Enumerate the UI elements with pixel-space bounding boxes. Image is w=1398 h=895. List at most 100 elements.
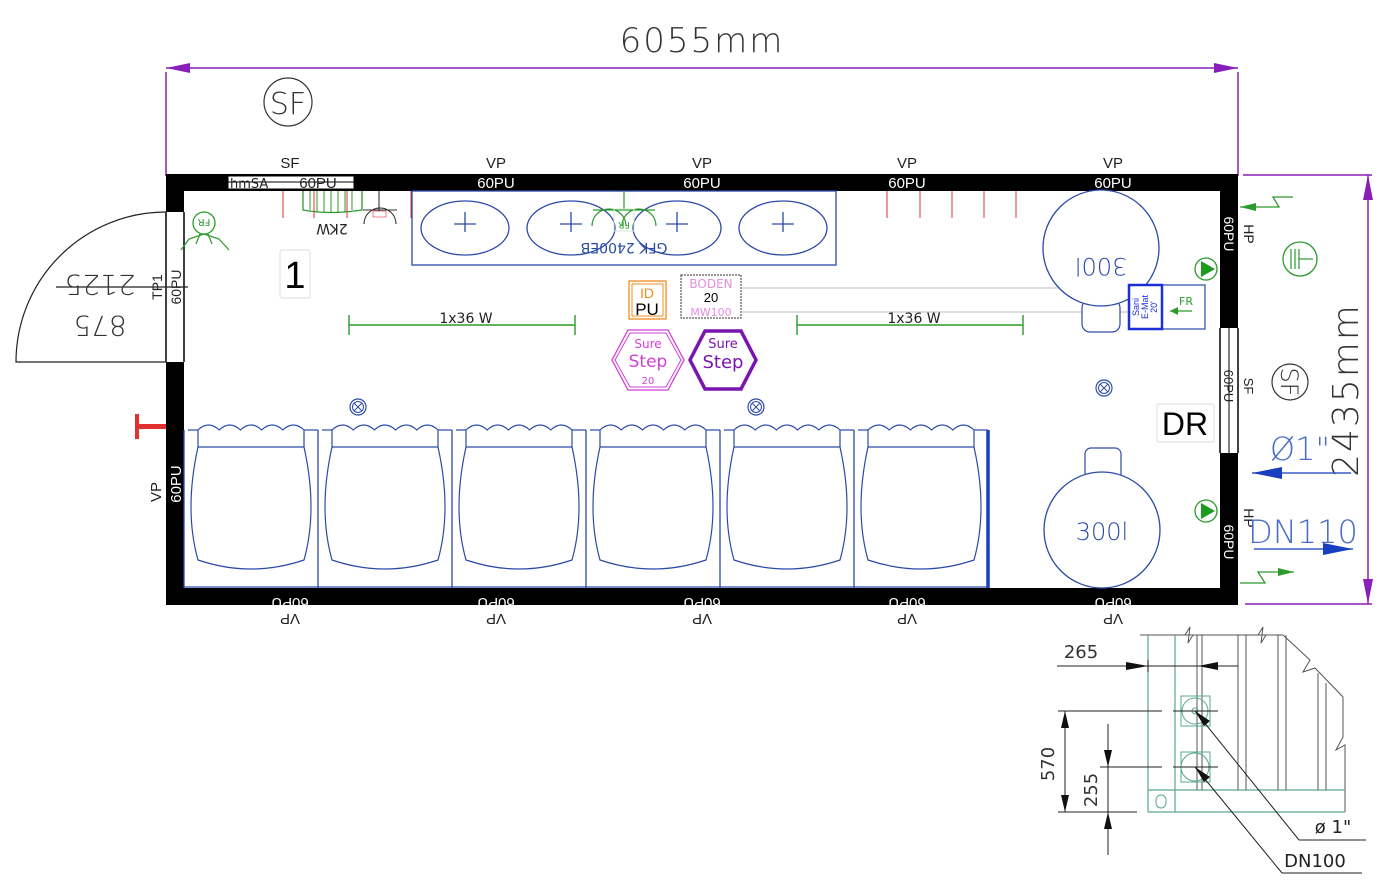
stall-wave xyxy=(867,424,975,431)
stall-wave xyxy=(331,424,439,431)
svg-text:Sure: Sure xyxy=(708,337,738,352)
svg-text:VP: VP xyxy=(1103,610,1123,627)
svg-text:60PU: 60PU xyxy=(683,175,721,192)
drain-outlet-label: DN110 xyxy=(1248,513,1358,551)
sink-counter: GFK 2400EB FR xyxy=(411,190,837,266)
stall-rim xyxy=(465,430,573,448)
toilet-stalls xyxy=(183,424,990,588)
dr-label: DR xyxy=(1156,403,1215,443)
id-pu-badge: ID PU xyxy=(628,280,667,320)
svg-text:60PU: 60PU xyxy=(299,175,337,192)
svg-text:VP: VP xyxy=(692,155,712,172)
stall-bowl xyxy=(190,446,312,570)
svg-text:SF: SF xyxy=(1241,378,1256,395)
width-dimension: 6055mm xyxy=(165,21,1239,176)
svg-text:1x36 W: 1x36 W xyxy=(887,311,940,327)
svg-text:VP: VP xyxy=(1103,155,1123,172)
svg-text:60PU: 60PU xyxy=(1094,594,1132,611)
svg-text:PU: PU xyxy=(635,300,659,319)
svg-text:20: 20 xyxy=(642,376,655,387)
svg-text:60PU: 60PU xyxy=(1221,216,1237,251)
svg-text:60PU: 60PU xyxy=(168,465,185,503)
detail-dim-255: 255 xyxy=(1081,773,1102,807)
svg-text:60PU: 60PU xyxy=(1094,175,1132,192)
svg-text:60PU: 60PU xyxy=(888,175,926,192)
connection-detail: 265 570 255 ø 1" DN100 xyxy=(1038,626,1366,874)
stall-bowl xyxy=(324,446,446,570)
stall-rim xyxy=(599,430,707,448)
water-tank-bottom: 300l xyxy=(1043,447,1161,589)
stall-wave xyxy=(733,424,841,431)
door-width-label: 875 xyxy=(73,309,126,342)
svg-text:Sure: Sure xyxy=(634,337,661,351)
stall-bowl xyxy=(726,446,848,570)
detail-dim-265: 265 xyxy=(1064,642,1098,663)
svg-text:HP: HP xyxy=(1241,224,1257,243)
svg-text:60PU: 60PU xyxy=(683,594,721,611)
bottom-wall-labels: 60PU VP 60PU VP 60PU VP 60PU VP 60PU VP xyxy=(271,594,1132,627)
room-number: 1 xyxy=(279,249,311,299)
toilet-stall xyxy=(317,424,452,588)
window-overlay-label: hmSA xyxy=(230,177,268,192)
svg-text:VP: VP xyxy=(897,610,917,627)
svg-text:MW100: MW100 xyxy=(690,306,731,319)
width-dimension-label: 6055mm xyxy=(620,21,785,61)
water-tank-top: 300l xyxy=(1042,189,1160,333)
svg-text:FR: FR xyxy=(618,219,629,229)
hose-connection-icon xyxy=(135,414,166,439)
svg-text:60PU: 60PU xyxy=(1221,524,1237,559)
entry-door[interactable]: 2125 875 xyxy=(15,211,188,363)
sink-label: GFK 2400EB xyxy=(581,239,668,255)
toilet-stall xyxy=(585,424,720,588)
svg-text:60PU: 60PU xyxy=(477,594,515,611)
fr-sensor-icon: FR xyxy=(180,211,230,251)
svg-text:300l: 300l xyxy=(1075,252,1127,280)
svg-text:Step: Step xyxy=(629,352,668,372)
svg-text:VP: VP xyxy=(486,155,506,172)
sf-symbol-top: SF xyxy=(263,77,313,127)
svg-text:DR: DR xyxy=(1162,406,1208,442)
svg-text:HP: HP xyxy=(1241,508,1257,527)
electrical-feed-bottom xyxy=(1240,568,1294,584)
svg-text:VP: VP xyxy=(280,610,300,627)
stall-rim xyxy=(331,430,439,448)
svg-text:FR: FR xyxy=(198,216,211,227)
svg-text:20: 20 xyxy=(704,290,718,305)
svg-text:VP: VP xyxy=(486,610,506,627)
svg-text:60PU: 60PU xyxy=(888,594,926,611)
outlet-markers xyxy=(886,191,1017,218)
detail-pipe-large-label: DN100 xyxy=(1284,851,1346,872)
right-wall-labels: 60PU HP 60PU SF 60PU HP xyxy=(1221,216,1257,559)
svg-text:2KW: 2KW xyxy=(316,220,348,236)
svg-text:1: 1 xyxy=(284,255,305,297)
svg-text:60PU: 60PU xyxy=(477,175,515,192)
socket-icon xyxy=(363,191,412,225)
toilet-stall xyxy=(719,424,854,588)
toilet-stall xyxy=(853,424,988,588)
light-fixture-left: 1x36 W xyxy=(348,311,576,335)
svg-text:SF: SF xyxy=(1275,367,1303,396)
surestep-badge: Sure Step xyxy=(688,329,758,391)
stall-wave xyxy=(599,424,707,431)
svg-text:SF: SF xyxy=(270,87,306,122)
detail-dim-570: 570 xyxy=(1038,747,1059,781)
floor-drain-icon xyxy=(1095,379,1113,397)
water-inlet: Ø1" xyxy=(1252,430,1351,479)
floor-drain-icon xyxy=(349,398,367,416)
electrical-feed-top xyxy=(1240,196,1293,211)
stall-wave xyxy=(197,424,305,431)
svg-text:60PU: 60PU xyxy=(271,594,309,611)
stall-rim xyxy=(197,430,305,448)
sani-emat-box: Sani E-Mat 20' FR xyxy=(1127,283,1206,331)
light-fixture-right: 1x36 W xyxy=(796,311,1024,335)
earth-ground-icon xyxy=(1282,241,1318,277)
svg-text:VP: VP xyxy=(897,155,917,172)
toilet-stall xyxy=(451,424,586,588)
svg-text:60PU: 60PU xyxy=(1221,370,1236,403)
svg-text:Step: Step xyxy=(703,352,744,373)
svg-text:BODEN: BODEN xyxy=(689,277,732,291)
water-inlet-label: Ø1" xyxy=(1270,430,1330,468)
stall-bowl xyxy=(860,446,982,570)
pump-icon-top xyxy=(1194,257,1218,281)
